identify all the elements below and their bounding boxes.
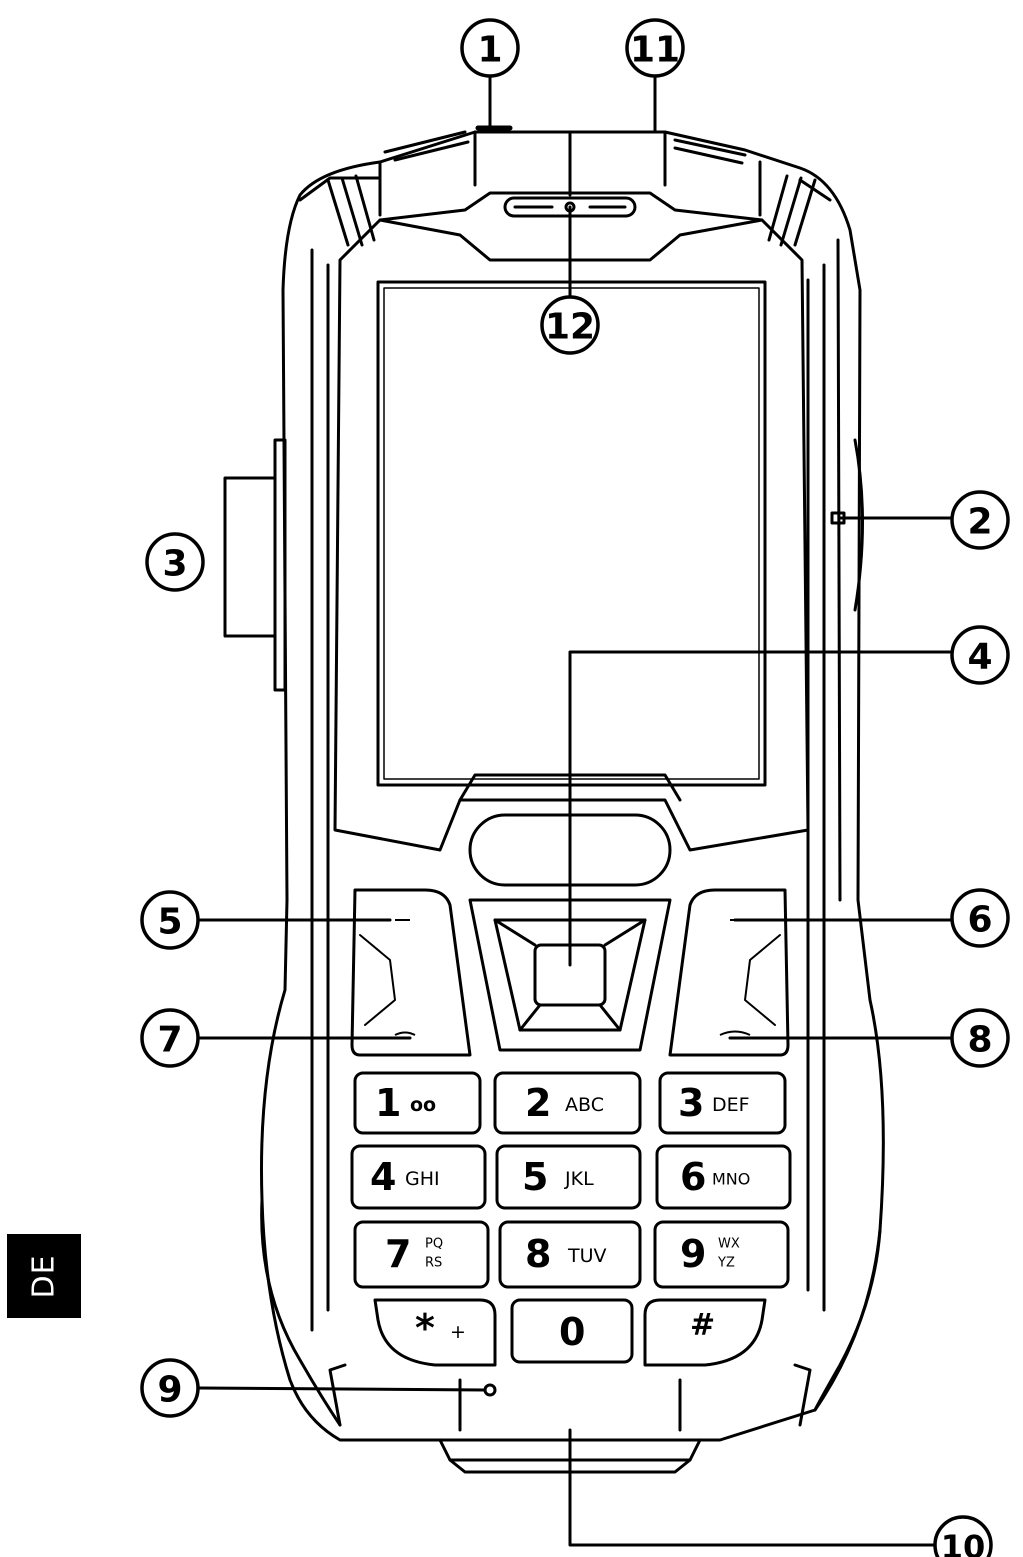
key-2-digit: 2 bbox=[525, 1081, 551, 1125]
key-6-digit: 6 bbox=[680, 1155, 706, 1199]
callout-4-label: 4 bbox=[967, 637, 992, 678]
key-7[interactable] bbox=[353, 1220, 490, 1289]
side-grip-grooves bbox=[310, 174, 842, 1332]
key-5-letters: JKL bbox=[564, 1168, 594, 1190]
key-1[interactable] bbox=[353, 1071, 482, 1135]
key-8-digit: 8 bbox=[525, 1232, 551, 1276]
key-7-letters-bottom: RS bbox=[425, 1256, 442, 1271]
callout-circles bbox=[140, 18, 1010, 1557]
key-5-digit: 5 bbox=[522, 1155, 548, 1199]
callout-1-circle bbox=[460, 18, 520, 78]
key-9-digit: 9 bbox=[680, 1232, 706, 1276]
key-6[interactable] bbox=[655, 1144, 792, 1210]
callout-12-circle bbox=[540, 295, 600, 355]
callout-2-label: 2 bbox=[967, 502, 992, 543]
language-tab-label: DE bbox=[26, 1253, 62, 1299]
key-8[interactable] bbox=[498, 1220, 642, 1289]
key-5[interactable] bbox=[495, 1144, 642, 1210]
key-8-letters: TUV bbox=[567, 1245, 607, 1267]
call-icon bbox=[394, 1031, 416, 1036]
key-6-letters: MNO bbox=[712, 1170, 750, 1189]
key-hash-symbol: # bbox=[690, 1308, 715, 1343]
key-3-digit: 3 bbox=[678, 1081, 704, 1125]
key-hash[interactable] bbox=[643, 1298, 767, 1367]
callout-5-circle bbox=[140, 890, 200, 950]
key-4[interactable] bbox=[350, 1144, 487, 1210]
keypad bbox=[350, 1071, 792, 1367]
callout-1-label: 1 bbox=[477, 30, 502, 71]
left-soft-key[interactable] bbox=[350, 888, 472, 1057]
key-3-letters: DEF bbox=[712, 1094, 750, 1116]
callout-7-circle bbox=[140, 1008, 200, 1068]
key-7-letters-top: PQ bbox=[425, 1237, 443, 1252]
callout-8-label: 8 bbox=[967, 1020, 992, 1061]
callout-12-label: 12 bbox=[545, 307, 595, 348]
key-star-plus: + bbox=[450, 1321, 466, 1343]
callout-7-label: 7 bbox=[157, 1020, 182, 1061]
navigation-pad[interactable] bbox=[468, 898, 672, 1052]
key-4-letters: GHI bbox=[405, 1168, 440, 1190]
callout-9-label: 9 bbox=[157, 1370, 182, 1411]
key-0[interactable] bbox=[510, 1298, 634, 1364]
key-7-digit: 7 bbox=[385, 1232, 411, 1276]
phone-outer-shell bbox=[259, 130, 885, 1442]
key-1-digit: 1 bbox=[375, 1081, 401, 1125]
callout-3-label: 3 bbox=[162, 544, 187, 585]
key-1-voicemail-label: oo bbox=[410, 1094, 436, 1116]
key-9-letters-top: WX bbox=[718, 1237, 740, 1252]
left-side-key[interactable] bbox=[223, 438, 287, 692]
key-star-symbol: * bbox=[415, 1306, 435, 1350]
callout-8-circle bbox=[950, 1008, 1010, 1068]
key-9[interactable] bbox=[653, 1220, 790, 1289]
key-2[interactable] bbox=[493, 1071, 642, 1135]
callout-6-label: 6 bbox=[967, 900, 992, 941]
callout-11-label: 11 bbox=[630, 30, 680, 71]
callout-3-circle bbox=[145, 532, 205, 592]
key-star[interactable] bbox=[373, 1298, 497, 1367]
key-9-letters-bottom: YZ bbox=[717, 1256, 735, 1271]
callout-10-circle bbox=[933, 1515, 993, 1557]
callout-leaders bbox=[198, 73, 952, 1547]
callout-2-circle bbox=[950, 490, 1010, 550]
key-3[interactable] bbox=[658, 1071, 787, 1135]
callout-4-circle bbox=[950, 625, 1010, 685]
callout-5-label: 5 bbox=[157, 902, 182, 943]
key-2-letters: ABC bbox=[565, 1094, 604, 1116]
callout-10-label: 10 bbox=[941, 1528, 986, 1557]
callout-6-circle bbox=[950, 888, 1010, 948]
phone-top-edge bbox=[298, 125, 832, 217]
language-tab: DE bbox=[7, 1234, 81, 1318]
key-0-digit: 0 bbox=[559, 1310, 585, 1354]
end-call-icon bbox=[719, 1030, 751, 1036]
callout-11-circle bbox=[625, 18, 685, 78]
right-soft-key[interactable] bbox=[668, 888, 790, 1057]
key-4-digit: 4 bbox=[370, 1155, 396, 1199]
callout-9-circle bbox=[140, 1358, 200, 1418]
